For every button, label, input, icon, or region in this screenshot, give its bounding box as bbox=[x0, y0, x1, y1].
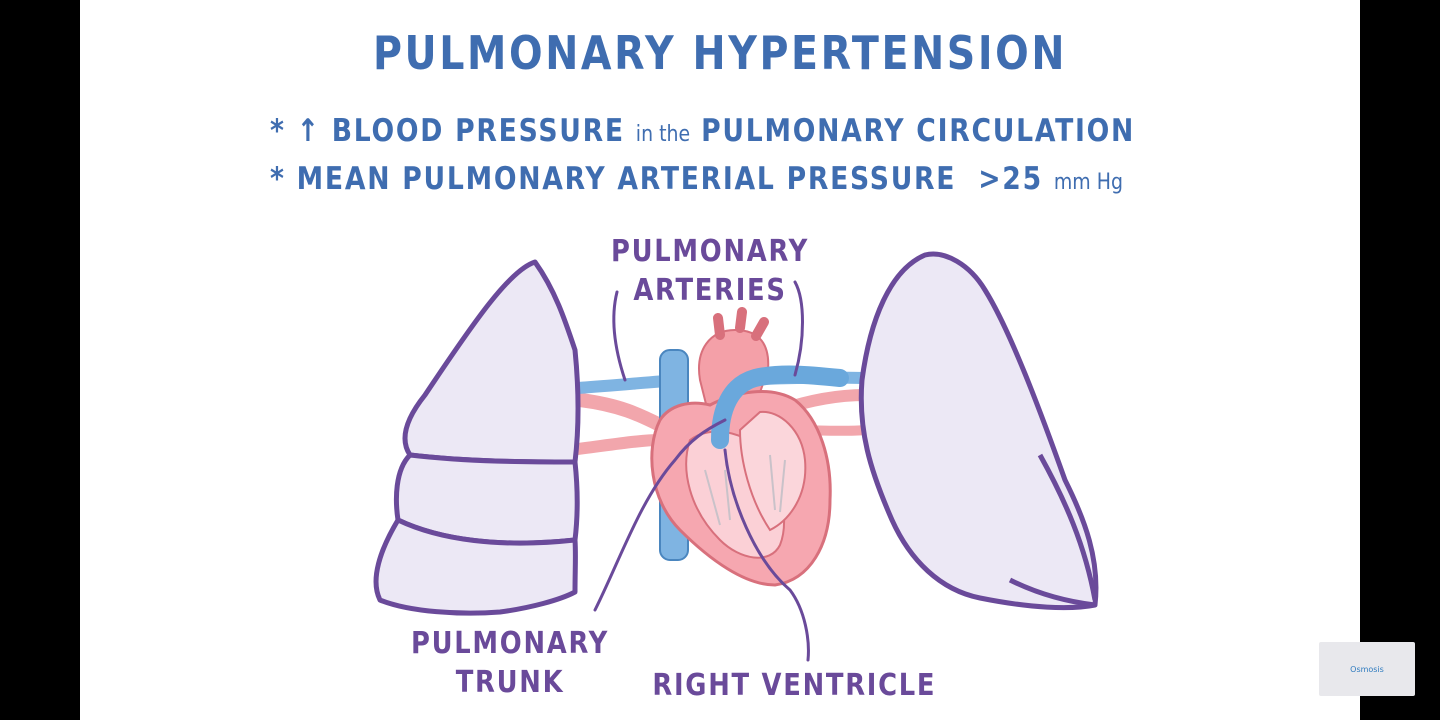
bullet-blood-pressure: * ↑ BLOOD PRESSURE in the PULMONARY CIRC… bbox=[270, 113, 1135, 149]
label-right-ventricle: RIGHT VENTRICLE bbox=[652, 668, 937, 703]
left-lung bbox=[373, 259, 581, 616]
bullet-text-end: PULMONARY CIRCULATION bbox=[701, 113, 1136, 149]
label-line: PULMONARY bbox=[610, 234, 810, 269]
bullet-text: BLOOD PRESSURE bbox=[331, 113, 625, 149]
bullet-text: MEAN PULMONARY ARTERIAL PRESSURE >25 bbox=[296, 161, 1043, 197]
bullet-marker: * bbox=[270, 161, 286, 197]
letterbox-left bbox=[0, 0, 80, 720]
leader-lines bbox=[593, 280, 810, 662]
up-arrow-icon: ↑ bbox=[296, 113, 321, 149]
bullet-unit: mm Hg bbox=[1053, 170, 1123, 195]
label-line: ARTERIES bbox=[633, 273, 787, 308]
slide: PULMONARY HYPERTENSION * ↑ BLOOD PRESSUR… bbox=[80, 0, 1360, 720]
bullet-marker: * bbox=[270, 113, 286, 149]
label-line: PULMONARY bbox=[410, 626, 610, 661]
osmosis-logo: Osmosis bbox=[1319, 642, 1415, 696]
bullet-text-small: in the bbox=[635, 122, 691, 147]
logo-text: Osmosis bbox=[1350, 664, 1384, 674]
label-pulmonary-arteries: PULMONARY ARTERIES bbox=[607, 232, 813, 310]
pulmonary-trunk bbox=[711, 365, 849, 449]
letterbox-right bbox=[1360, 0, 1440, 720]
label-line: TRUNK bbox=[455, 665, 565, 700]
right-lung bbox=[858, 251, 1099, 611]
lungs-heart-illustration bbox=[373, 251, 1099, 662]
label-pulmonary-trunk: PULMONARY TRUNK bbox=[403, 624, 618, 702]
bullet-mean-pressure: * MEAN PULMONARY ARTERIAL PRESSURE >25 m… bbox=[270, 161, 1123, 197]
page-title: PULMONARY HYPERTENSION bbox=[372, 26, 1068, 80]
aorta bbox=[698, 307, 770, 421]
